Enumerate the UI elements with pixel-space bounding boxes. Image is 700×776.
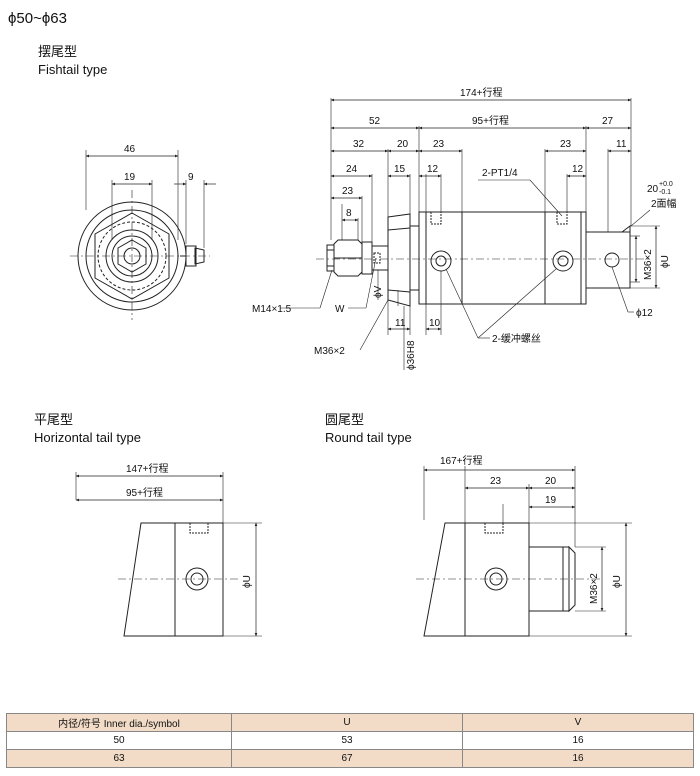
table-cell: 16 — [462, 731, 694, 750]
dim-20: 20 — [397, 139, 409, 150]
table-row: 50 53 16 — [6, 731, 694, 750]
angle-tol-plus: +0.0 — [659, 181, 673, 188]
bore-range-title: ϕ50~ϕ63 — [8, 10, 67, 27]
table-header-row: 内径/符号 Inner dia./symbol U V — [6, 713, 694, 732]
horizontal-title-en: Horizontal tail type — [34, 430, 141, 445]
side-view — [280, 98, 660, 370]
dim-15: 15 — [394, 164, 406, 175]
h-dim-147: 147+行程 — [126, 462, 169, 475]
h-phiU-label: ϕU — [242, 575, 253, 588]
phi12-label: ϕ12 — [636, 308, 653, 319]
w-label: W — [335, 304, 345, 315]
phi36h8-label: ϕ36H8 — [406, 340, 417, 370]
cushion-screw-label: 2-缓冲螺丝 — [492, 332, 541, 345]
table-header: V — [462, 713, 694, 732]
dim-46: 46 — [124, 144, 136, 155]
angle-tol-minus: -0.1 — [659, 189, 671, 196]
horizontal-title-cn: 平尾型 — [34, 412, 74, 427]
r-m36-label: M36×2 — [589, 573, 600, 604]
r-dim-20: 20 — [545, 476, 557, 487]
m36-left-label: M36×2 — [314, 346, 345, 357]
phiU-label: ϕU — [660, 255, 671, 268]
r-dim-19: 19 — [545, 495, 557, 506]
angle-label: 20 — [647, 184, 659, 195]
dim-10: 10 — [429, 318, 441, 329]
r-dim-167: 167+行程 — [440, 454, 483, 467]
dim-11b: 11 — [395, 318, 406, 329]
dim-23a: 23 — [433, 139, 445, 150]
phiV-label: ϕV — [373, 285, 384, 298]
spec-table: 内径/符号 Inner dia./symbol U V 50 53 16 63 … — [6, 713, 694, 768]
round-title-en: Round tail type — [325, 430, 412, 445]
dim-total-length: 174+行程 — [460, 86, 503, 99]
fishtail-title-cn: 摆尾型 — [38, 44, 78, 59]
m36-right-label: M36×2 — [643, 249, 654, 280]
end-view — [70, 150, 216, 320]
width-faces-label: 2面幅 — [651, 197, 677, 210]
table-row: 63 67 16 — [6, 749, 694, 768]
dim-12a: 12 — [427, 164, 439, 175]
dim-27: 27 — [602, 116, 614, 127]
r-phiU-label: ϕU — [612, 575, 623, 588]
round-tail-view — [416, 466, 632, 637]
m14-label: M14×1.5 — [252, 304, 292, 315]
dim-9: 9 — [188, 172, 194, 183]
table-cell: 67 — [231, 749, 463, 768]
table-header: U — [231, 713, 463, 732]
dim-19: 19 — [124, 172, 136, 183]
fishtail-title-en: Fishtail type — [38, 62, 108, 77]
dim-12b: 12 — [572, 164, 584, 175]
dim-24: 24 — [346, 164, 358, 175]
table-cell: 50 — [6, 731, 232, 750]
dim-11a: 11 — [616, 139, 627, 150]
dim-23b: 23 — [560, 139, 572, 150]
dim-32: 32 — [353, 139, 365, 150]
round-title-cn: 圆尾型 — [325, 412, 365, 427]
dim-23c: 23 — [342, 186, 354, 197]
horizontal-tail-view — [75, 472, 262, 637]
table-cell: 53 — [231, 731, 463, 750]
table-cell: 16 — [462, 749, 694, 768]
port-label: 2-PT1/4 — [482, 168, 518, 179]
table-cell: 63 — [6, 749, 232, 768]
dim-8: 8 — [346, 208, 352, 219]
dim-95-stroke: 95+行程 — [472, 114, 509, 127]
table-header: 内径/符号 Inner dia./symbol — [6, 713, 232, 732]
h-dim-95: 95+行程 — [126, 486, 163, 499]
dim-52: 52 — [369, 116, 381, 127]
r-dim-23: 23 — [490, 476, 502, 487]
